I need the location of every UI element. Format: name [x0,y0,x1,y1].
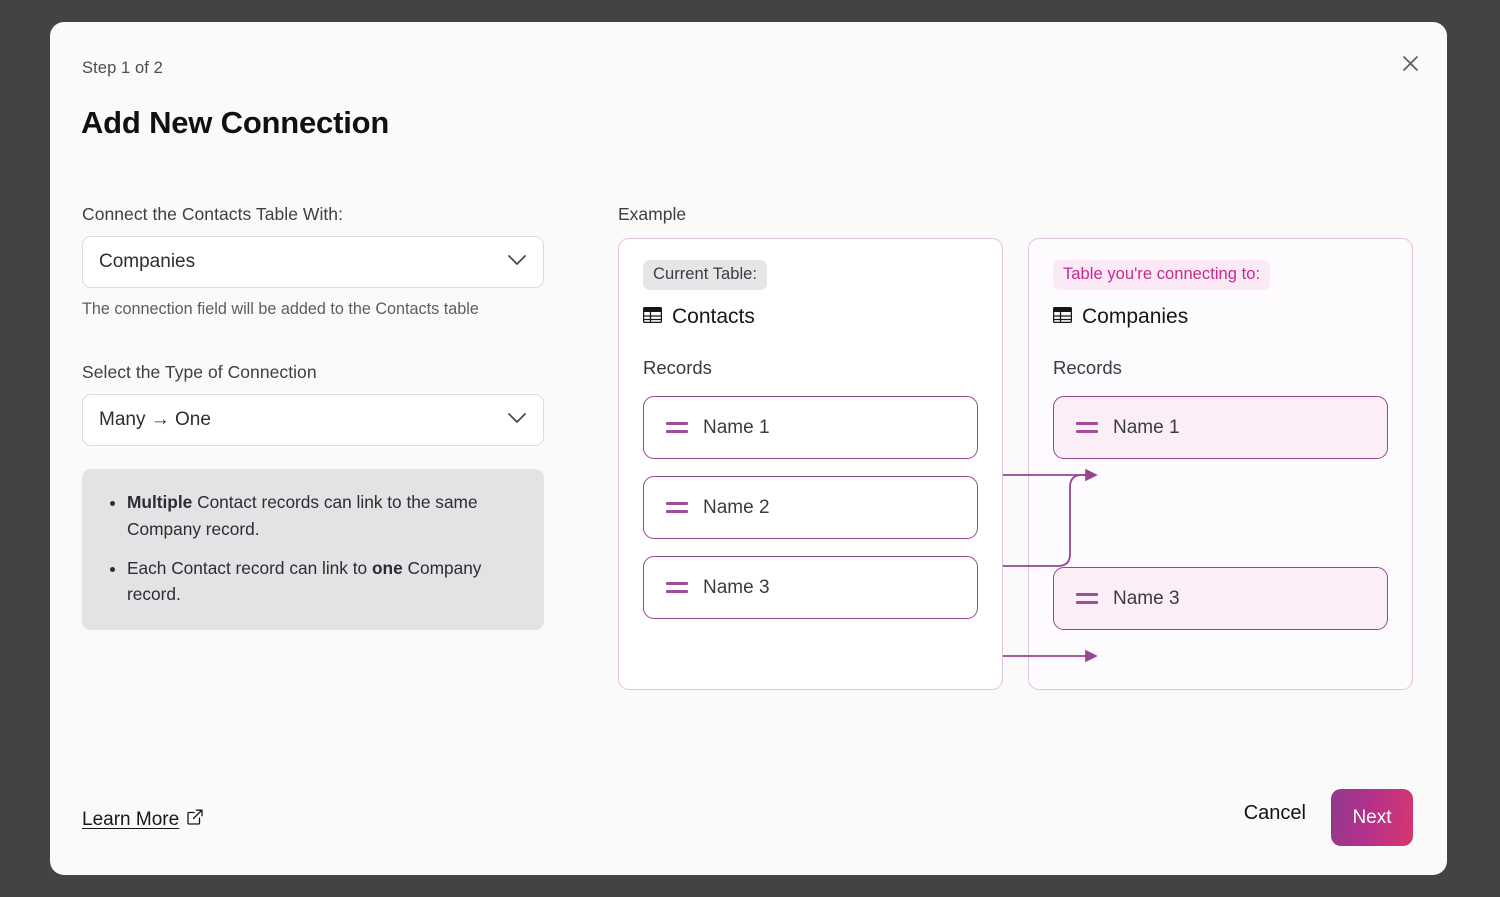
modal-footer: Learn More Cancel Next [50,755,1447,875]
equals-icon [666,502,688,513]
example-panels: Current Table: Contacts Records [618,238,1413,690]
record-label: Name 3 [1113,587,1180,609]
bullet-bold: Multiple [127,492,193,513]
learn-more-label: Learn More [82,809,180,830]
list-item: Each Contact record can link to one Comp… [127,555,522,608]
example-section: Example Current Table: Contacts [618,204,1413,690]
close-icon-glyph [1402,55,1418,71]
connection-type-select[interactable]: Many → One [82,394,544,447]
record-label: Name 3 [703,576,770,598]
right-records-label: Records [1053,357,1122,378]
list-item[interactable]: Name 3 [643,556,978,619]
chevron-down-icon [507,409,527,431]
equals-icon [666,582,688,593]
bullet-text: Each Contact record can link to [127,558,372,579]
close-icon[interactable] [1395,48,1425,78]
equals-icon [1076,593,1098,604]
page-title: Add New Connection [81,105,390,140]
table-select[interactable]: Companies [82,236,544,288]
list-item[interactable]: Name 2 [643,476,978,539]
list-item[interactable]: Name 1 [643,396,978,459]
current-table-name: Contacts [672,305,755,328]
current-table-name-row: Contacts [642,305,978,329]
table-field-helper: The connection field will be added to th… [82,300,479,318]
connection-type-value: Many → One [99,409,211,431]
left-records-label: Records [643,357,712,378]
record-label: Name 2 [703,496,770,518]
type-field-group: Select the Type of Connection Many → One [82,362,544,447]
record-label: Name 1 [1113,416,1180,438]
external-link-icon [187,809,203,831]
target-table-name-row: Companies [1052,305,1388,329]
bullet-text: Contact records can link to the same Com… [127,492,478,539]
table-select-value: Companies [99,251,196,272]
record-label: Name 1 [703,416,770,438]
list-item: Multiple Contact records can link to the… [127,489,522,542]
table-field-label: Connect the Contacts Table With: [82,204,343,224]
table-icon [642,305,663,329]
table-field-group: Connect the Contacts Table With: Compani… [82,204,544,321]
current-table-badge: Current Table: [643,260,768,290]
step-indicator: Step 1 of 2 [82,59,163,77]
chevron-down-icon [507,251,527,273]
equals-icon [1076,422,1098,433]
next-button[interactable]: Next [1331,789,1413,846]
example-label: Example [618,204,687,224]
list-item[interactable]: Name 1 [1053,396,1388,459]
bullet-bold: one [371,558,403,579]
bullet-text-after: Company record. [127,558,482,605]
connection-info-box: Multiple Contact records can link to the… [82,469,544,630]
connection-form: Connect the Contacts Table With: Compani… [82,204,544,630]
table-icon [1052,305,1073,329]
target-table-panel: Table you're connecting to: Companies Re… [1028,238,1413,690]
cancel-button[interactable]: Cancel [1240,796,1310,831]
info-bullet-list: Multiple Contact records can link to the… [104,489,522,607]
equals-icon [666,422,688,433]
type-field-label: Select the Type of Connection [82,362,317,383]
current-table-panel: Current Table: Contacts Records [618,238,1003,690]
add-connection-modal: Step 1 of 2 Add New Connection Connect t… [50,22,1447,875]
target-table-badge: Table you're connecting to: [1053,260,1271,290]
learn-more-link[interactable]: Learn More [82,809,203,831]
list-item[interactable]: Name 3 [1053,567,1388,630]
target-table-name: Companies [1082,305,1189,328]
